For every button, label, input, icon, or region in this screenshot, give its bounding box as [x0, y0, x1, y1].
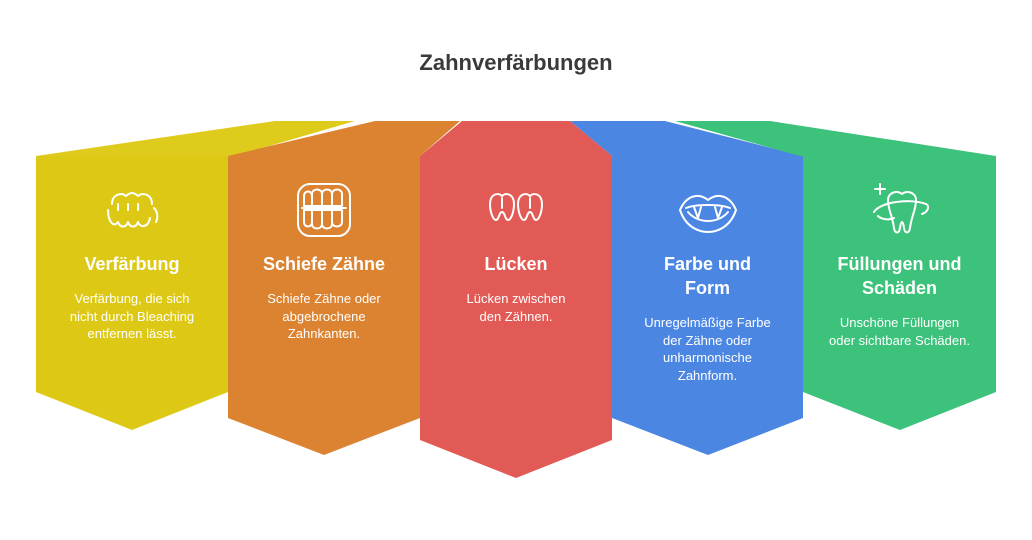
red-column: [420, 121, 612, 478]
column-farbe-und-form: Farbe und Form Unregelmäßige Farbe der Z…: [612, 182, 803, 384]
diagram-title: Zahnverfärbungen: [419, 50, 613, 75]
desc-luecken: Lücken zwischen den Zähnen.: [466, 291, 566, 324]
yellow-column: [36, 156, 228, 430]
heading-schiefe-zaehne: Schiefe Zähne: [262, 254, 386, 274]
heading-fuellungen-und-schaeden: Füllungen und Schäden: [837, 254, 962, 298]
heading-verfaerbung: Verfärbung: [84, 254, 180, 274]
desc-fuellungen-und-schaeden: Unschöne Füllungen oder sichtbare Schäde…: [829, 315, 970, 348]
desc-schiefe-zaehne: Schiefe Zähne oder abgebrochene Zahnkant…: [267, 291, 381, 341]
orange-column: [228, 156, 420, 455]
teeth-row-icon: [297, 183, 351, 237]
blue-column: [612, 156, 803, 455]
mouth-fangs-icon: [678, 194, 737, 233]
green-top-ribbon: [675, 121, 996, 156]
heading-luecken: Lücken: [484, 254, 548, 274]
blue-top-ribbon: [570, 121, 803, 156]
desc-farbe-und-form: Unregelmäßige Farbe der Zähne oder unhar…: [644, 315, 771, 383]
heading-farbe-und-form: Farbe und Form: [663, 254, 751, 298]
green-column: [803, 156, 996, 430]
yellow-top-ribbon: [36, 121, 355, 156]
gapped-teeth-icon: [489, 193, 543, 221]
column-fuellungen-und-schaeden: Füllungen und Schäden Unschöne Füllungen…: [803, 182, 996, 349]
column-verfaerbung: Verfärbung Verfärbung, die sich nicht du…: [36, 182, 228, 343]
column-schiefe-zaehne: Schiefe Zähne Schiefe Zähne oder abgebro…: [228, 182, 420, 343]
stained-teeth-icon: [107, 192, 159, 228]
sparkling-tooth-icon: [872, 183, 929, 234]
orange-top-ribbon: [228, 121, 460, 156]
desc-verfaerbung: Verfärbung, die sich nicht durch Bleachi…: [69, 291, 195, 341]
column-luecken: Lücken Lücken zwischen den Zähnen.: [420, 182, 612, 325]
